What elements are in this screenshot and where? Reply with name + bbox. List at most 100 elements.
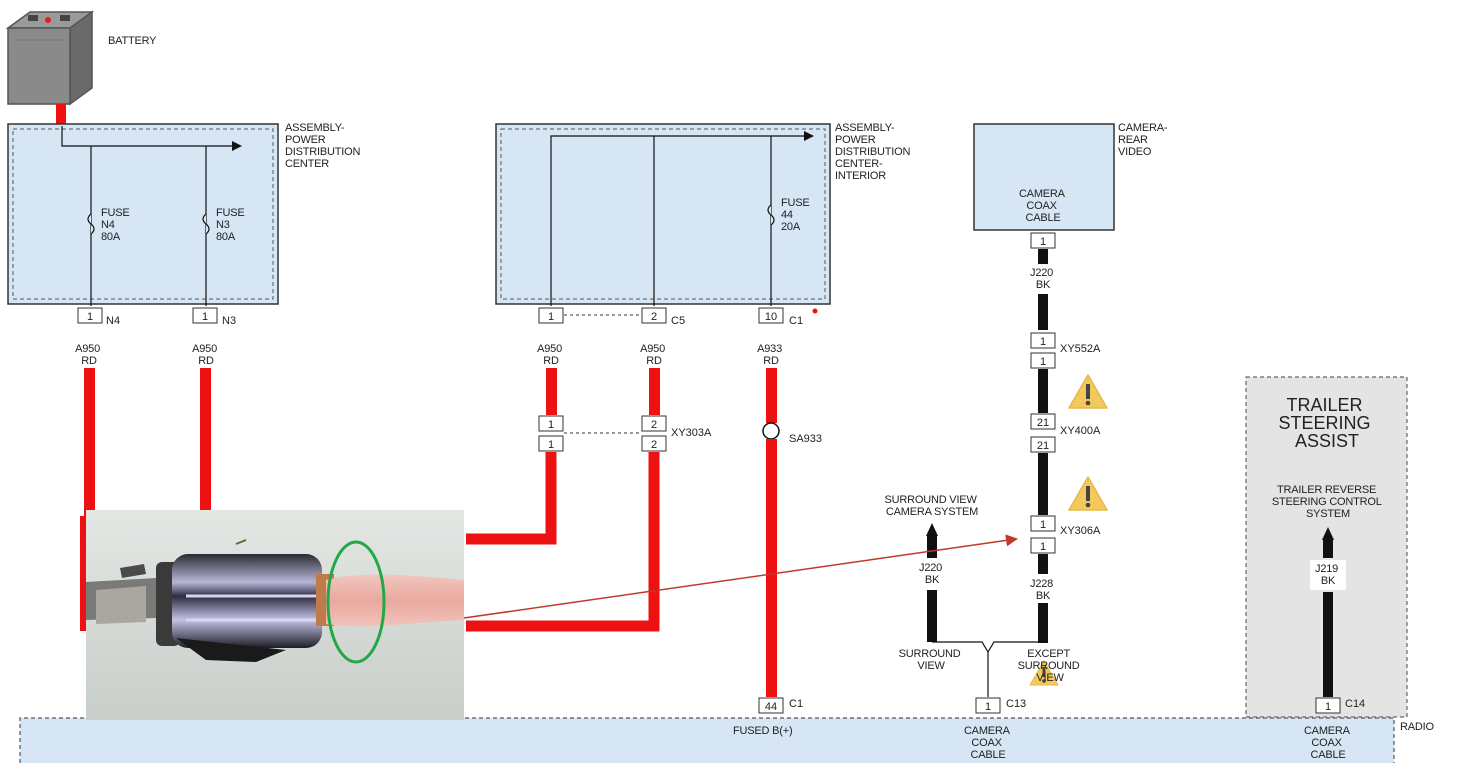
warning-icon [1029, 660, 1059, 686]
connector-c14: 1 [1315, 697, 1341, 714]
svg-text:1: 1 [548, 311, 554, 323]
trailer-subtitle: TRAILER REVERSE STEERING CONTROL SYSTEM [1272, 484, 1384, 520]
wire-surround-upper [927, 536, 937, 558]
wire-j228-label: J228 BK [1030, 578, 1056, 602]
camera-connector-pin1: 1 [1030, 232, 1056, 249]
svg-text:1: 1 [87, 311, 93, 323]
wire-j228-lower [1038, 603, 1048, 643]
wire-surround-lower [927, 590, 937, 642]
c1-marker-dot [812, 308, 818, 314]
wire-a933-upper [766, 368, 777, 423]
wire-a950-c5-1-upper [546, 368, 557, 415]
radio-module [19, 717, 1395, 763]
wire-j219-lower [1323, 592, 1333, 697]
connector-radio-c1-name: C1 [789, 698, 803, 710]
wire-j220-upper-b [1038, 294, 1048, 330]
wire-a950-n4 [84, 368, 95, 516]
camera-coax-label: CAMERA COAX CABLE [1019, 188, 1067, 224]
wire-a950-n4-label: A950 RD [75, 343, 103, 367]
connector-xy303a-name: XY303A [671, 427, 712, 439]
surround-view-label: SURROUND VIEW CAMERA SYSTEM [885, 494, 980, 518]
svg-text:2: 2 [651, 311, 657, 323]
connector-c5-pin2: 2 [641, 307, 667, 324]
wire-j220-lower [1038, 453, 1048, 515]
camera-label: CAMERA- REAR VIDEO [1118, 122, 1170, 158]
fuse-icon [767, 204, 775, 226]
battery-label: BATTERY [108, 35, 157, 47]
svg-text:21: 21 [1037, 417, 1049, 429]
radio-coax-label-2: CAMERA COAX CABLE [1304, 725, 1352, 761]
connector-c1-name: C1 [789, 315, 803, 327]
except-surround-option-label: EXCEPT SURROUND VIEW [1018, 648, 1083, 684]
wire-j219-label-bg [1310, 560, 1346, 590]
connector-c14-name: C14 [1345, 698, 1365, 710]
connector-c5-pin1: 1 [538, 307, 564, 324]
connector-xy552a: 1 1 [1030, 332, 1056, 369]
fuse-44-label: FUSE 44 20A [781, 197, 812, 233]
surround-arrow-icon [926, 523, 938, 536]
svg-text:1: 1 [1040, 356, 1046, 368]
connector-n3: 1 [192, 307, 218, 324]
wire-stub-left [80, 516, 86, 631]
fused-b-plus-label: FUSED B(+) [733, 725, 792, 737]
camera-module [973, 123, 1115, 231]
wire-j228-upper [1038, 554, 1048, 574]
trailer-arrow-icon [1322, 527, 1334, 540]
pdci-label: ASSEMBLY- POWER DISTRIBUTION CENTER- INT… [835, 122, 913, 182]
connector-xy306a: 1 1 [1030, 515, 1056, 554]
battery-icon [5, 10, 95, 106]
connector-xy400a: 21 21 [1030, 413, 1056, 453]
radio-coax-label-1: CAMERA COAX CABLE [964, 725, 1012, 761]
trailer-title: TRAILER STEERING ASSIST [1278, 395, 1375, 451]
pdc-label: ASSEMBLY- POWER DISTRIBUTION CENTER [285, 122, 363, 170]
svg-text:1: 1 [1040, 541, 1046, 553]
wire-a950-c5-1-label: A950 RD [537, 343, 565, 367]
wire-j219-upper [1323, 540, 1333, 558]
connector-xy303a: 1 1 2 2 [538, 415, 667, 452]
wire-j219-label: J219 BK [1315, 563, 1341, 587]
svg-text:2: 2 [651, 439, 657, 451]
svg-text:1: 1 [1040, 519, 1046, 531]
wire-a950-c5-2-lower [466, 452, 660, 632]
wire-a933-label: A933 RD [757, 343, 785, 367]
svg-text:1: 1 [985, 701, 991, 713]
svg-text:10: 10 [765, 311, 777, 323]
connector-damage-photo [86, 510, 464, 720]
connector-radio-c1: 44 [758, 697, 784, 714]
connector-c13-name: C13 [1006, 698, 1026, 710]
wire-a950-n3 [200, 368, 211, 516]
svg-text:1: 1 [202, 311, 208, 323]
wire-a950-n3-label: A950 RD [192, 343, 220, 367]
radio-label: RADIO [1400, 721, 1434, 733]
warning-icon [1068, 476, 1108, 511]
pdci-module [495, 123, 831, 306]
svg-text:1: 1 [1325, 701, 1331, 713]
wire-a950-c5-2-label: A950 RD [640, 343, 668, 367]
warning-icon [1068, 374, 1108, 409]
connector-xy552a-name: XY552A [1060, 343, 1101, 355]
fuse-n3-label: FUSE N3 80A [216, 207, 247, 243]
surround-option-label: SURROUND VIEW [899, 648, 964, 672]
annotation-arrow [463, 534, 1018, 619]
svg-text:1: 1 [1040, 236, 1046, 248]
wire-a950-c5-1-lower [466, 452, 557, 545]
connector-n4-name: N4 [106, 315, 120, 327]
wire-a950-c5-2-upper [649, 368, 660, 415]
fuse-n4-label: FUSE N4 80A [101, 207, 132, 243]
svg-text:2: 2 [651, 419, 657, 431]
wire-j220-upper-a [1038, 249, 1048, 264]
svg-text:44: 44 [765, 701, 777, 713]
wire-surround-label: J220 BK [919, 562, 945, 586]
splice-sa933-label: SA933 [789, 433, 822, 445]
highlight-circle [326, 540, 386, 664]
wire-j220-mid [1038, 369, 1048, 413]
connector-c1-pin10: 10 [758, 307, 784, 324]
wire-j220-label: J220 BK [1030, 267, 1056, 291]
splice-sa933 [762, 422, 780, 440]
wire-a933-lower [766, 439, 777, 697]
fuse-icon [202, 213, 210, 235]
svg-text:1: 1 [548, 439, 554, 451]
connector-xy306a-name: XY306A [1060, 525, 1101, 537]
connector-n4: 1 [77, 307, 103, 324]
